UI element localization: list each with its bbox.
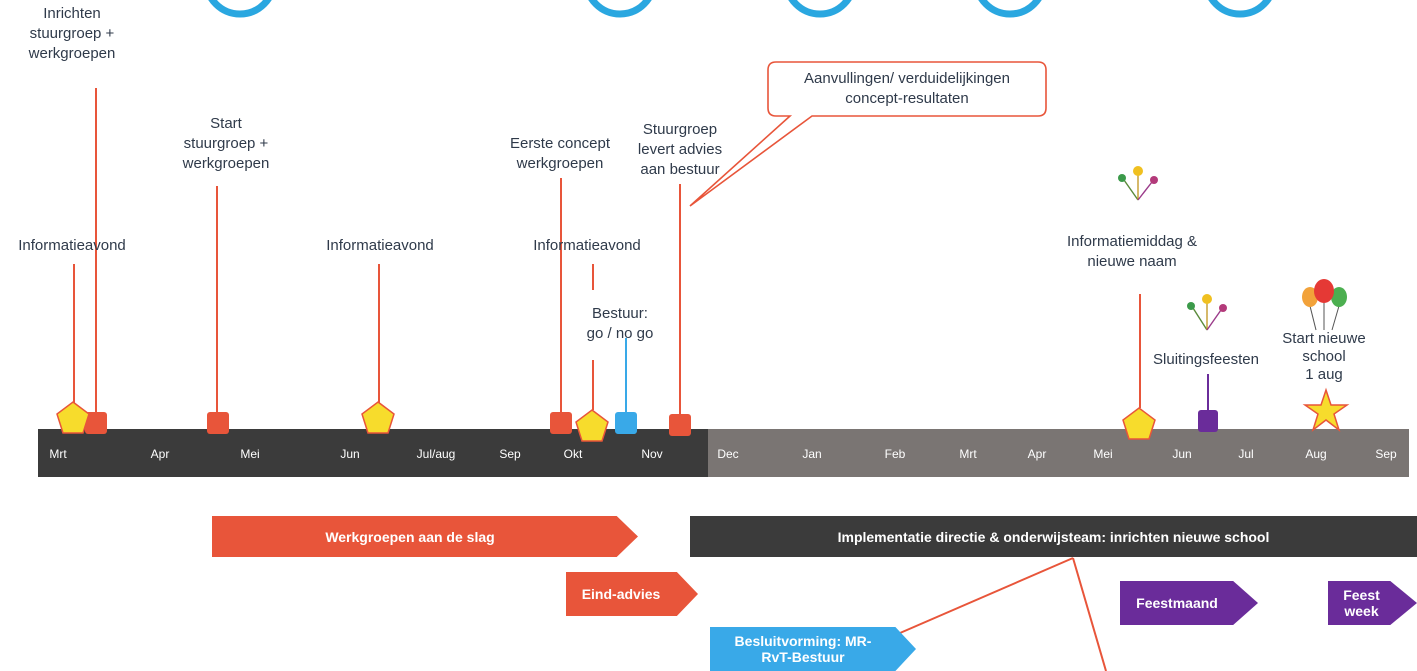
- phase-werkgroepen: Werkgroepen aan de slag: [212, 516, 638, 557]
- month-apr: Apr: [150, 447, 170, 461]
- label-info3: Informatieavond: [533, 237, 641, 254]
- balloons-icon: [1302, 279, 1347, 331]
- phase-implementatie-label: Implementatie directie & onderwijsteam: …: [837, 528, 1270, 545]
- pentagon-info2: [361, 401, 395, 434]
- fireworks-icon: [1118, 166, 1158, 201]
- stem-info2: [378, 264, 380, 404]
- month-apr2: Apr: [1027, 447, 1047, 461]
- marker-bestuur: [615, 412, 637, 434]
- phase-feestmaand-label: Feestmaand: [1136, 595, 1218, 611]
- label-start: Start stuurgroep + werkgroepen: [182, 115, 270, 172]
- marker-start: [207, 412, 229, 434]
- timeline-bar-grey: [708, 429, 1409, 477]
- stem-bestuur: [625, 338, 627, 414]
- pentagon-info3: [575, 409, 609, 442]
- phase-eind-advies: Eind-advies: [566, 572, 698, 616]
- label-inrichten: Inrichten stuurgroep + werkgroepen: [28, 5, 116, 62]
- month-nov: Nov: [641, 447, 663, 461]
- label-start-school: Start nieuwe school 1 aug: [1282, 330, 1366, 383]
- pentagon-infomiddag: [1122, 407, 1156, 440]
- callout-text: Aanvullingen/ verduidelijkingen concept-…: [804, 70, 1010, 107]
- month-okt: Okt: [563, 447, 583, 461]
- marker-inrichten: [85, 412, 107, 434]
- stem-infomiddag: [1139, 294, 1141, 408]
- month-sep: Sep: [499, 447, 521, 461]
- phase-werkgroepen-label: Werkgroepen aan de slag: [325, 528, 495, 545]
- phase-feestmaand: Feestmaand: [1120, 581, 1258, 625]
- month-dec: Dec: [717, 447, 739, 461]
- label-infomiddag: Informatiemiddag & nieuwe naam: [1066, 233, 1198, 270]
- stem-eerste: [560, 178, 562, 414]
- phase-implementatie: Implementatie directie & onderwijsteam: …: [690, 516, 1417, 557]
- phase-besluitvorming: Besluitvorming: MR- RvT-Bestuur: [710, 627, 916, 671]
- month-mei: Mei: [240, 447, 260, 461]
- marker-eerste: [550, 412, 572, 434]
- stem-info3: [592, 264, 594, 290]
- month-mei2: Mei: [1093, 447, 1113, 461]
- phase-feestweek-label: Feest week: [1343, 587, 1380, 619]
- marker-stuurgroep: [669, 414, 691, 436]
- month-jul2: Jul: [1238, 447, 1254, 461]
- phase-besluitvorming-label: Besluitvorming: MR- RvT-Bestuur: [734, 633, 872, 665]
- phase-feestweek: Feest week: [1328, 581, 1417, 625]
- marker-sluiting: [1198, 410, 1218, 432]
- label-stuurgroep: Stuurgroep levert advies aan bestuur: [637, 121, 723, 178]
- month-jan: Jan: [802, 447, 822, 461]
- month-jun: Jun: [340, 447, 360, 461]
- phase-eind-advies-label: Eind-advies: [581, 586, 661, 602]
- month-sep2: Sep: [1375, 447, 1397, 461]
- label-info1: Informatieavond: [18, 237, 126, 254]
- stem-info3-lower: [592, 360, 594, 410]
- month-jun2: Jun: [1172, 447, 1192, 461]
- month-aug2: Aug: [1305, 447, 1327, 461]
- star-start-school: [1302, 387, 1350, 433]
- callout-bubble: [689, 61, 1047, 207]
- stem-sluiting: [1207, 374, 1209, 414]
- label-sluiting: Sluitingsfeesten: [1153, 351, 1259, 368]
- month-mrt2: Mrt: [959, 447, 977, 461]
- stem-info1: [73, 264, 75, 404]
- stem-inrichten: [95, 88, 97, 414]
- month-mrt: Mrt: [49, 447, 67, 461]
- label-bestuur: Bestuur: go / no go: [586, 305, 654, 342]
- label-info2: Informatieavond: [326, 237, 434, 254]
- month-julaug: Jul/aug: [416, 447, 456, 461]
- month-feb: Feb: [884, 447, 906, 461]
- pentagon-info1: [56, 401, 90, 434]
- label-eerste: Eerste concept werkgroepen: [509, 135, 611, 172]
- stem-start: [216, 186, 218, 414]
- fireworks-icon-2: [1187, 294, 1227, 331]
- stem-stuurgroep: [679, 184, 681, 414]
